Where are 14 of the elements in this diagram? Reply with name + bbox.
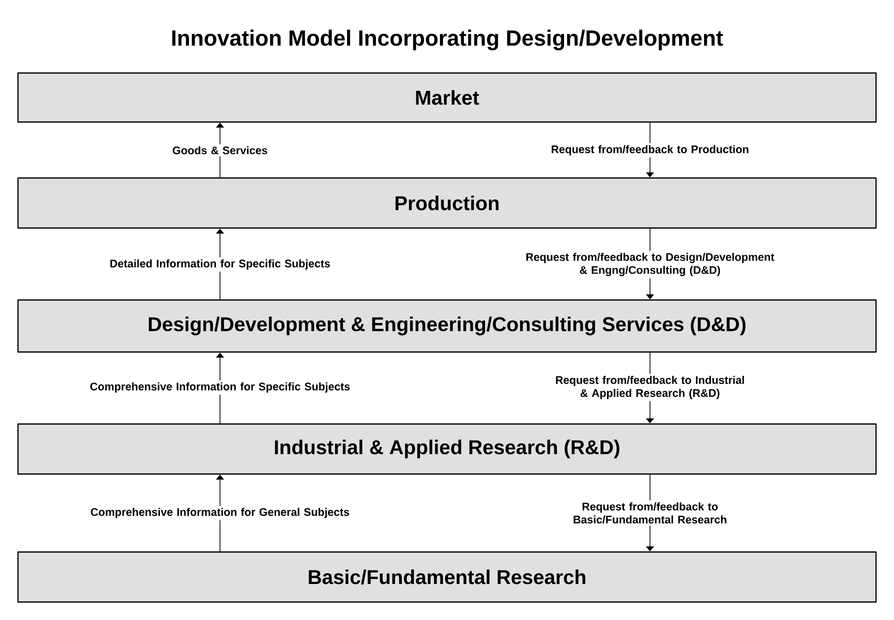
edge-label: Comprehensive Information for General Subjects	[90, 508, 350, 518]
layer-box: Market	[17, 72, 877, 123]
edge-label: Comprehensive Information for Specific Subjects	[90, 382, 350, 393]
layer-box: Production	[17, 177, 877, 229]
edge-label: Goods & Services	[172, 146, 268, 154]
edge-label: Detailed Information for Specific Subjects	[110, 259, 330, 270]
edge-label: Request from/feedback to Industrial & Applied Research (R&D)	[556, 376, 744, 400]
title: Innovation Model Incorporating Design/Development	[172, 30, 723, 50]
edge-label: Request from/feedback to Basic/Fundamental Research	[574, 502, 726, 524]
edge-label: Request from/feedback to Design/Development & Engng/Consulting (D&D)	[526, 252, 774, 276]
layer-box: Industrial & Applied Research (R&D)	[17, 423, 877, 475]
edge-label: Request from/feedback to Production	[552, 145, 748, 156]
layer-box: Basic/Fundamental Research	[17, 551, 877, 603]
layer-box: Design/Development & Engineering/Consulting Services (D&D)	[17, 299, 877, 353]
